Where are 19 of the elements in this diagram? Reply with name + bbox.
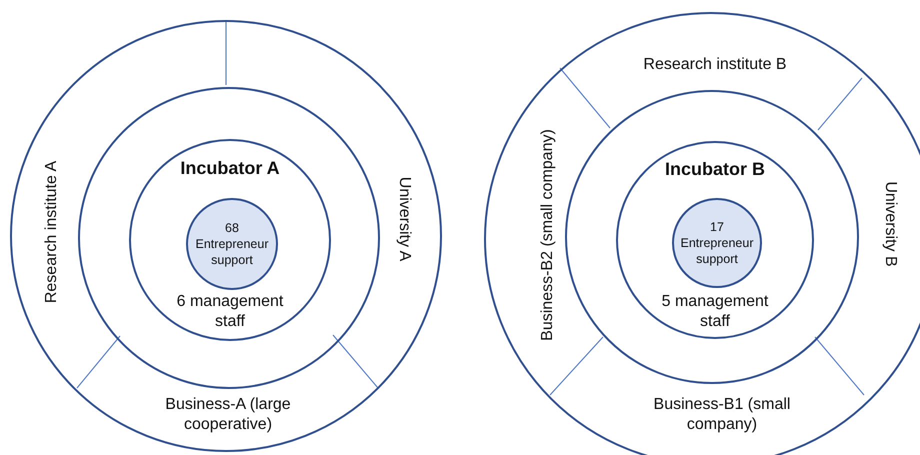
count-text: 17 Entrepreneur support: [680, 219, 754, 267]
incubator-circle: [129, 139, 331, 341]
ring-circle: [565, 90, 859, 384]
segment-label: Business-B2 (small company): [538, 105, 558, 365]
segment-label: University B: [880, 144, 900, 304]
count-text: 68 Entrepreneur support: [194, 220, 270, 268]
ring-circle: [484, 12, 920, 455]
staff-text: 5 management staff: [660, 292, 770, 332]
segment-label: Business-A (large cooperative): [143, 395, 313, 435]
ring-circle: [10, 20, 442, 452]
segment-label: Business-B1 (small company): [637, 395, 807, 435]
segment-label: Research institute B: [605, 55, 825, 75]
incubator-circle: [616, 141, 814, 339]
staff-text: 6 management staff: [176, 292, 284, 332]
segment-label: University A: [394, 139, 414, 299]
incubator-title: Incubator B: [664, 159, 766, 179]
segment-label: Research institute A: [42, 122, 62, 342]
incubator-title: Incubator A: [179, 158, 281, 178]
ring-circle: [78, 87, 380, 389]
